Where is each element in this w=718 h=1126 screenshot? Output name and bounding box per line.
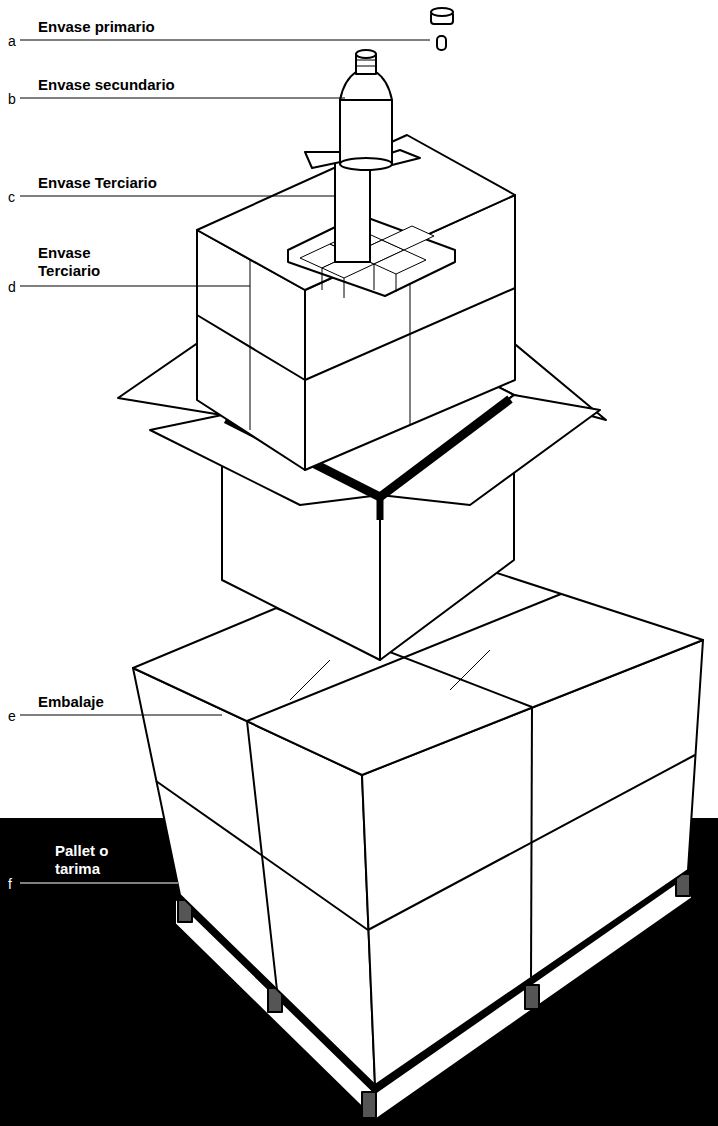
callout-letter: f — [8, 876, 12, 892]
part-name: Envase secundario — [38, 76, 175, 94]
callout-letter: e — [8, 708, 16, 724]
part-name: Envase Terciario — [38, 174, 157, 192]
callout-letter: a — [8, 33, 16, 49]
part-name: Envase Terciario — [38, 244, 118, 280]
part-name: Embalaje — [38, 693, 104, 711]
callout-letter: c — [8, 189, 15, 205]
callout-letter: d — [8, 279, 16, 295]
callout-letter: b — [8, 91, 16, 107]
part-name: Pallet o tarima — [55, 842, 125, 878]
part-name: Envase primario — [38, 18, 155, 36]
